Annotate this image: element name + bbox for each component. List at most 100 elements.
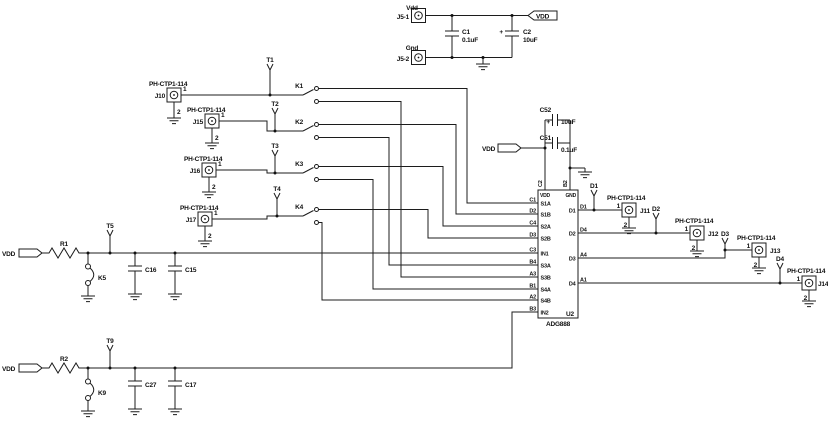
ic-ball-label: C2 [538,180,544,187]
net-flag-label: D2 [652,206,660,213]
ic-ball-label: A1 [580,278,587,284]
pin-number: 1 [797,276,801,283]
resistor-ref: R2 [60,356,68,363]
cap-ref: C15 [185,267,197,274]
cap-c52-plates [552,114,558,126]
junction-dot [510,14,514,17]
cap-value: 10uF [523,37,538,44]
connector-j15 [204,113,220,129]
net-flag-d1 [590,189,598,197]
wire [173,70,303,118]
cap-value: 0.1uF [561,147,577,154]
testpoint-flag-t1 [266,63,274,71]
wire [87,351,176,411]
cap-c27-plates [128,380,142,387]
junction-dot [275,214,279,218]
connector-part: PH-CTP1-114 [149,81,188,88]
wire-d4 [578,269,802,284]
wire-k2-to-s1b [318,124,538,215]
wire-k1-to-s3b [318,101,538,278]
ic-pin-name: IN1 [541,252,549,258]
pin-number: 1 [617,203,621,210]
testpoint-label: T1 [266,57,274,64]
pin-number: 2 [692,245,696,252]
junction-dot [133,366,137,370]
vdd-flag [18,248,43,258]
wire-k3-to-s4a [318,179,538,290]
connector-ref: J15 [193,119,204,126]
wire-d2 [578,219,690,234]
pin-number: 1 [747,243,751,250]
net-flag-label: D1 [590,183,598,190]
junction-dot [268,93,272,97]
connector-j12 [689,225,705,241]
junction-dot [654,231,658,235]
junction-dot [450,56,454,59]
junction-dot [481,56,485,59]
cap-c1-plates [445,30,459,37]
testpoint-label: T4 [273,186,281,193]
wire-k1-to-s1a [318,88,538,204]
testpoint-flag-t2 [271,107,279,115]
relay-k4: K4 [295,204,319,225]
wire-k4-to-s2b [318,209,538,239]
ic-ball-label: C1 [529,198,536,204]
junction-dot [450,14,454,17]
ic-pin-name: D2 [569,232,576,238]
relay-k3: K3 [295,161,319,182]
wire-k3-to-s2a [318,166,538,227]
pin-number: 2 [804,295,808,302]
cap-ref: C16 [145,267,157,274]
ic-ball-label: C4 [529,221,537,227]
cap-ref: C2 [523,29,531,36]
wire [211,114,303,143]
net-label-vdd-pin: Vdd [406,5,418,12]
relay-k9: K9 [85,378,107,401]
pin-number: 1 [685,226,689,233]
ground-symbol [166,117,182,125]
net-flag-label: D3 [721,231,729,238]
net-label-gnd-pin: Gnd [406,45,419,52]
connector-ref: J5-2 [397,56,410,63]
wire-d1 [578,196,622,211]
input-channel-2: PH-CTP1-114 J15 1 2 T2 K2 [187,101,538,266]
ic-ball-label: C3 [529,248,536,254]
testpoint-flag-t9 [106,344,114,352]
cap-ref: C52 [540,107,552,114]
connector-j13 [751,242,767,258]
pin-number: 1 [214,210,218,217]
wire [87,236,176,296]
relay-ref: K4 [295,204,303,211]
flag-label: VDD [2,251,16,258]
ic-ball-label: B3 [529,307,536,313]
ic-ball-label: A3 [529,272,536,278]
net-flag-d4 [776,262,784,270]
connector-ref: J5-1 [397,14,410,21]
pin-number: 1 [218,161,222,168]
connector-j16 [201,162,217,178]
ic-ball-label: B2 [563,180,569,187]
pin-number: 2 [212,184,216,191]
cap-c16-plates [128,265,142,272]
connector-j10 [166,87,182,103]
vdd-flag [18,363,43,373]
connector-j11 [621,202,637,218]
ic-pin-name: D4 [569,282,577,288]
flag-label: VDD [536,14,550,21]
cap-ref: C51 [540,135,552,142]
junction-dot [173,251,177,255]
resistor-ref: R1 [60,241,68,248]
ic-pin-name: S3A [541,264,551,270]
ic-ball-label: D2 [529,209,536,215]
input-channel-4: PH-CTP1-114 J17 1 2 T4 K4 [180,186,538,301]
ic-ball-label: A2 [529,295,536,301]
junction-dot [592,208,596,212]
testpoint-flag-t3 [271,149,279,157]
cap-ref: C27 [145,382,157,389]
wire-k2-to-s3a [318,137,538,266]
connector-part: PH-CTP1-114 [180,205,219,212]
relay-ref: K9 [98,390,106,397]
input-channel-3: PH-CTP1-114 J16 1 2 T3 K3 [184,143,538,290]
